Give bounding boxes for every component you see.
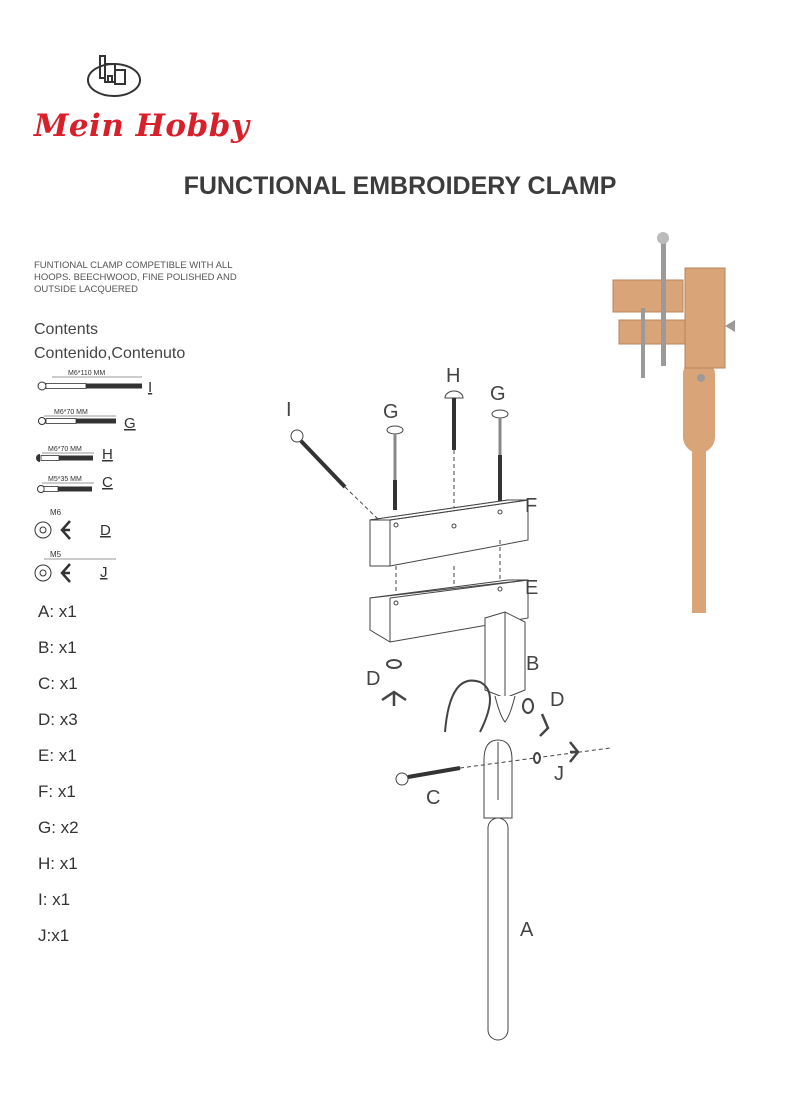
bolt-g-right: G (490, 383, 509, 505)
quantity-item: J:x1 (38, 926, 70, 945)
quantity-item: E: x1 (38, 746, 77, 765)
castle-logo-icon (87, 55, 141, 97)
rod-a: A (483, 739, 534, 1041)
product-description: FUNTIONAL CLAMP COMPETIBLE WITH ALL HOOP… (34, 260, 237, 295)
part-washer-nut-j: M5 J (34, 550, 116, 583)
quantity-item: F: x1 (38, 782, 76, 801)
part-label: J (100, 564, 108, 581)
washer-nut-d-left: D (366, 659, 407, 706)
quantity-item: H: x1 (38, 854, 78, 873)
label-g-left: G (383, 401, 399, 423)
label-a: A (520, 919, 534, 941)
parts-list: M6*110 MM I M6*70 MM G M6*70 MM H M5*35 … (34, 370, 152, 583)
part-size: M6*70 MM (54, 409, 88, 416)
label-j: J (554, 763, 564, 785)
washer-nut-j: J (533, 741, 580, 785)
part-label: C (102, 474, 113, 491)
contents-subtitle: Contenido,Contenuto (34, 345, 186, 362)
part-bolt-c: M5*35 MM C (37, 474, 113, 493)
label-b: B (526, 653, 539, 675)
label-i: I (286, 399, 292, 421)
part-label: H (102, 446, 113, 463)
contents-title: Contents (34, 321, 99, 338)
block-f: F (369, 495, 537, 567)
quantity-item: A: x1 (38, 602, 77, 621)
part-size: M6*110 MM (68, 370, 105, 377)
quantity-item: G: x2 (38, 818, 79, 837)
part-size: M6 (50, 508, 62, 517)
part-bolt-i: M6*110 MM I (37, 370, 152, 396)
part-label: D (100, 522, 111, 539)
label-d-right: D (550, 689, 564, 711)
label-h: H (446, 365, 460, 387)
quantity-item: C: x1 (38, 674, 78, 693)
product-photo (612, 232, 735, 613)
label-f: F (525, 495, 537, 517)
bolt-c: C (395, 747, 611, 809)
part-size: M5*35 MM (48, 476, 82, 483)
part-bolt-h: M6*70 MM H (36, 446, 113, 463)
brand-name: Mein Hobby (34, 108, 250, 144)
quantity-item: D: x3 (38, 710, 78, 729)
part-washer-nut-d: M6 D (34, 508, 111, 540)
block-b: B (484, 611, 539, 723)
contents-heading: Contents Contenido,Contenuto (34, 318, 185, 366)
part-bolt-g: M6*70 MM G (38, 409, 136, 432)
label-e: E (525, 577, 538, 599)
label-c: C (426, 787, 440, 809)
hoop-clip (444, 679, 491, 733)
label-d-left: D (366, 668, 380, 690)
page-title: FUNCTIONAL EMBROIDERY CLAMP (183, 172, 617, 200)
assembly-diagram: I G H G F E (286, 365, 611, 1041)
quantity-item: B: x1 (38, 638, 77, 657)
part-size: M5 (50, 550, 62, 559)
part-label: G (124, 415, 136, 432)
label-g-right: G (490, 383, 506, 405)
bolt-g-left: G (383, 401, 404, 510)
washer-nut-d-right: D (522, 689, 564, 737)
part-label: I (148, 379, 152, 396)
block-e: E (369, 577, 538, 643)
quantity-item: I: x1 (38, 890, 71, 909)
part-size: M6*70 MM (48, 446, 82, 453)
bolt-h: H (444, 365, 464, 525)
